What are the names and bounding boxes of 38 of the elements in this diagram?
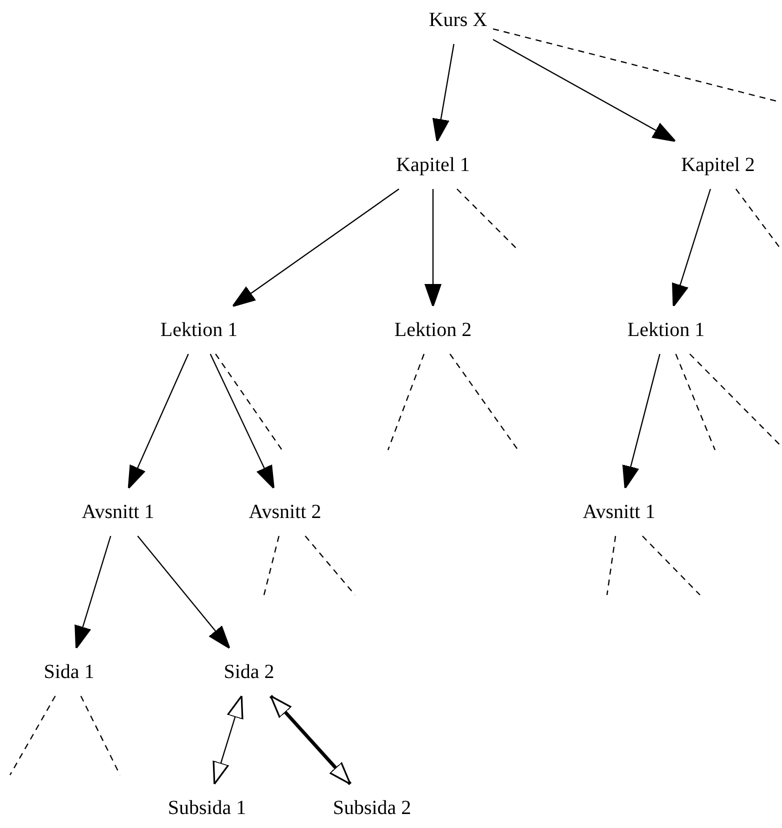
dashed-line xyxy=(80,696,121,776)
dashed-line xyxy=(735,188,780,248)
arrow xyxy=(128,354,189,489)
arrow xyxy=(269,694,352,786)
arrow xyxy=(137,536,230,649)
arrow xyxy=(210,354,274,489)
arrow xyxy=(672,188,711,307)
dashed-line xyxy=(304,536,356,596)
arrow xyxy=(622,354,660,489)
node-label: Avsnitt 1 xyxy=(80,500,156,524)
arrow xyxy=(74,536,112,649)
arrow xyxy=(424,189,442,307)
node-label: Lektion 1 xyxy=(625,318,707,342)
dashed-line xyxy=(606,536,616,596)
node-label: Kurs X xyxy=(426,8,490,32)
node-label: Kapitel 2 xyxy=(679,153,757,177)
node-label: Subsida 2 xyxy=(330,796,414,820)
dashed-line xyxy=(456,188,518,250)
node-label: Lektion 2 xyxy=(392,318,474,342)
node-label: Avsnitt 1 xyxy=(580,500,658,524)
arrow xyxy=(432,44,454,142)
dashed-line xyxy=(675,354,716,450)
dashed-line xyxy=(263,536,280,596)
node-label: Sida 1 xyxy=(42,660,96,684)
node-label: Subsida 1 xyxy=(166,796,248,820)
arrow xyxy=(232,188,400,307)
node-label: Kapitel 1 xyxy=(394,153,472,177)
dashed-line xyxy=(689,354,780,446)
arrow xyxy=(492,39,676,142)
dashed-line xyxy=(450,354,518,450)
dashed-line xyxy=(642,536,700,596)
node-label: Lektion 1 xyxy=(158,318,240,342)
dashed-line xyxy=(9,696,56,776)
arrow xyxy=(212,695,244,785)
dashed-line xyxy=(387,354,425,450)
dashed-line xyxy=(215,354,282,450)
node-label: Avsnitt 2 xyxy=(246,500,324,524)
node-label: Sida 2 xyxy=(222,660,276,684)
